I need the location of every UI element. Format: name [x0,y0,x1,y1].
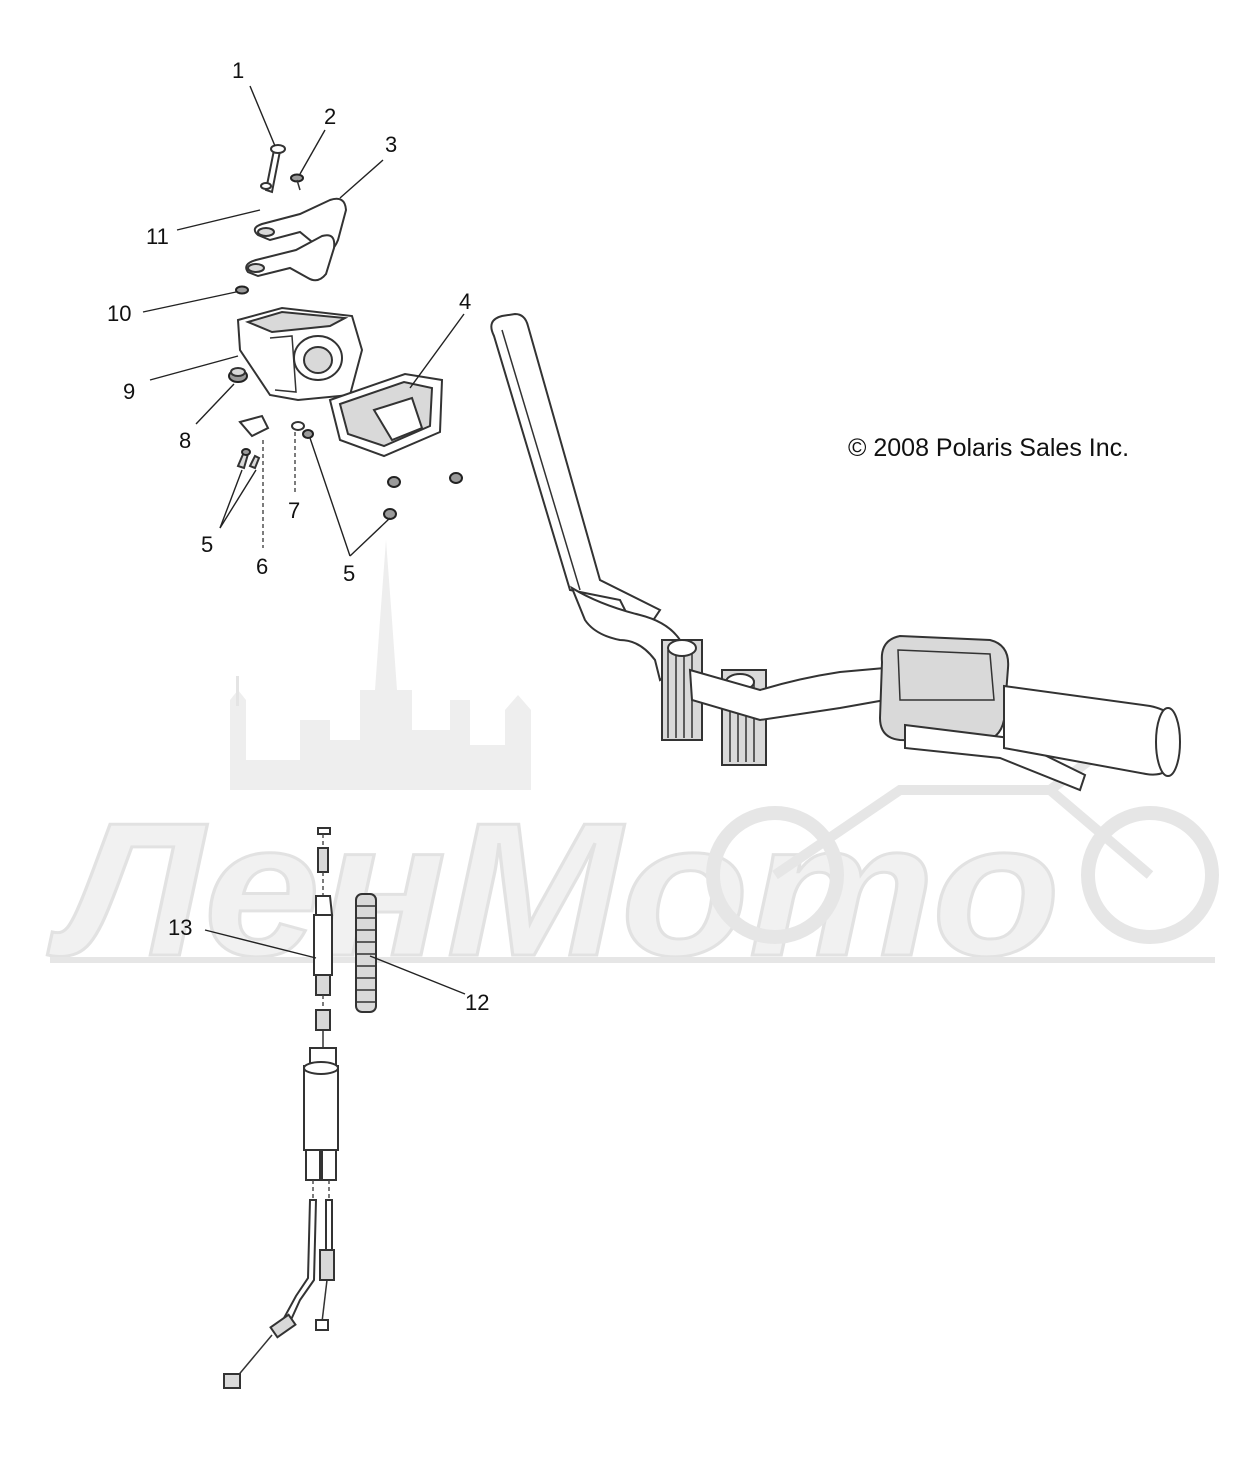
callouts: 1 2 3 4 5 5 5 6 7 8 9 10 11 12 13 [107,58,489,1015]
callout-12: 12 [465,990,489,1015]
callout-1: 1 [232,58,244,83]
part-5-screws-right [383,472,463,520]
part-3-clamp [245,197,348,282]
callout-10: 10 [107,301,131,326]
part-2-screw [290,173,304,191]
part-11-washer [260,182,272,190]
callout-4: 4 [459,289,471,314]
part-12-sleeve [355,893,377,1013]
handlebar-assembly [490,312,1181,792]
part-8-plug [228,367,248,383]
callout-11: 11 [146,224,169,249]
copyright-notice: © 2008 Polaris Sales Inc. [848,434,1129,462]
callout-2: 2 [324,104,336,129]
part-1-pin [264,144,286,194]
part-9-housing [236,306,364,402]
callout-13: 13 [168,915,192,940]
watermark-skyline [230,540,531,790]
callout-5a: 5 [201,532,213,557]
callout-6: 6 [256,554,268,579]
part-7-washer [291,421,314,439]
watermark-text: ЛенМото [47,784,1060,996]
watermark: ЛенМото [45,540,1219,998]
part-13-throttle-cable [223,827,339,1389]
leader-lines [142,85,466,995]
part-6-cover-plate [238,414,270,438]
callout-9: 9 [123,379,135,404]
callout-5b: 5 [343,561,355,586]
part-5-screws-left [236,448,261,470]
callout-8: 8 [179,428,191,453]
callout-3: 3 [385,132,397,157]
callout-7: 7 [288,498,300,523]
part-10-oring [235,285,249,295]
watermark-motorcycle [706,756,1219,944]
part-4-cover [328,372,444,458]
